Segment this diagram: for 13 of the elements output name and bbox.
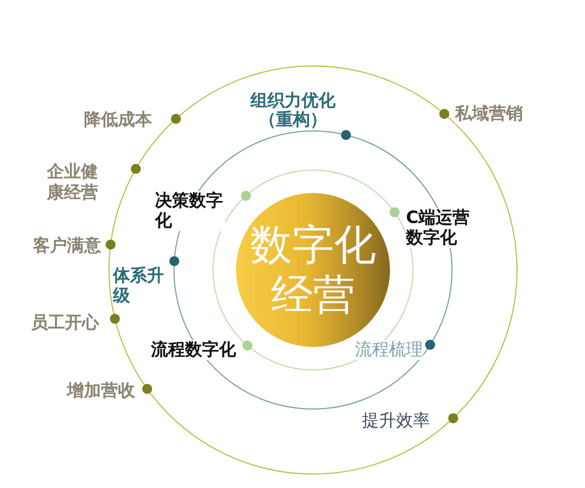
ring-label: 提升效率 xyxy=(362,411,430,431)
ring-label: 流程梳理 xyxy=(355,340,423,360)
ring-label: 员工开心 xyxy=(31,313,99,333)
center-title: 数字化经营 xyxy=(249,220,377,320)
ring-label: 客户满意 xyxy=(33,236,101,256)
ring-label: 决策数字化 xyxy=(155,191,225,231)
ring-label: 私域营销 xyxy=(455,104,523,124)
ring-label: 流程数字化 xyxy=(151,340,236,360)
ring-label: 降低成本 xyxy=(84,110,152,130)
ring-label: 体系升级 xyxy=(113,266,167,306)
ring-label: C端运营数字化 xyxy=(406,208,470,248)
ring-label: 组织力优化（重构） xyxy=(250,92,336,130)
ring-label: 增加营收 xyxy=(67,381,135,401)
